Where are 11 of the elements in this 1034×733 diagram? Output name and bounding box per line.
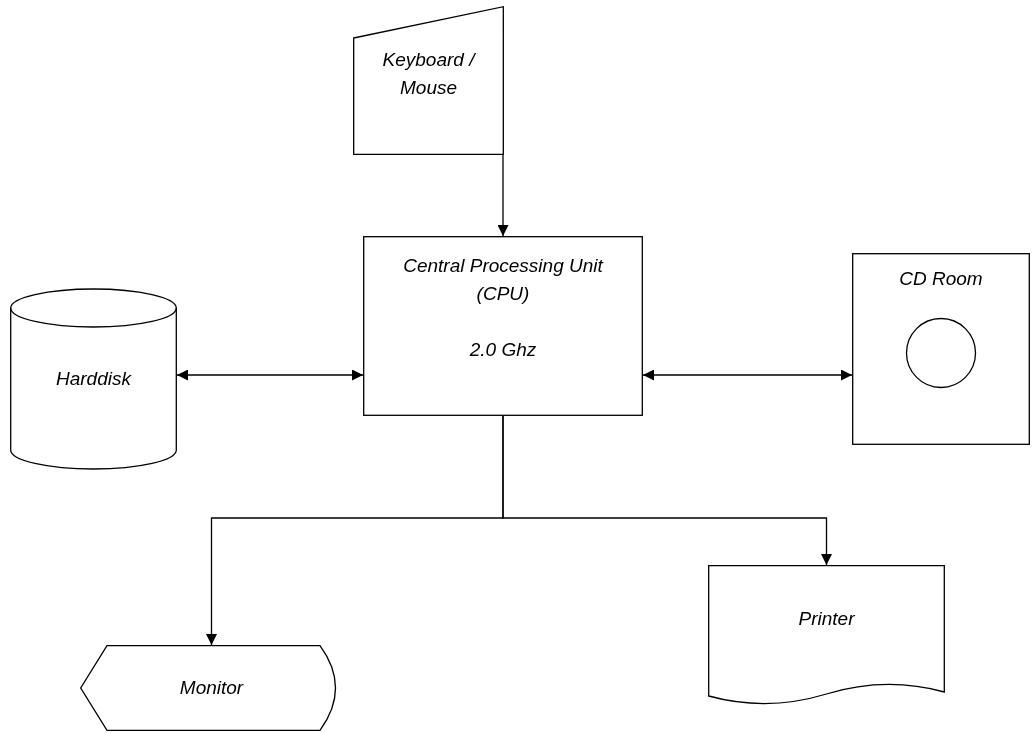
node-label: Printer <box>798 607 855 631</box>
node-label: Harddisk <box>56 367 131 391</box>
connector-arrow <box>176 369 364 381</box>
node-label: Central Processing Unit (CPU) <box>402 254 605 306</box>
connector-arrow <box>642 369 853 381</box>
node-label: CD Room <box>899 267 983 291</box>
node-label: Keyboard / Mouse <box>381 48 477 100</box>
connector-arrow <box>497 154 509 237</box>
connector-arrow <box>502 415 832 566</box>
node-label: 2.0 Ghz <box>469 338 537 362</box>
node-label: Monitor <box>179 676 244 700</box>
